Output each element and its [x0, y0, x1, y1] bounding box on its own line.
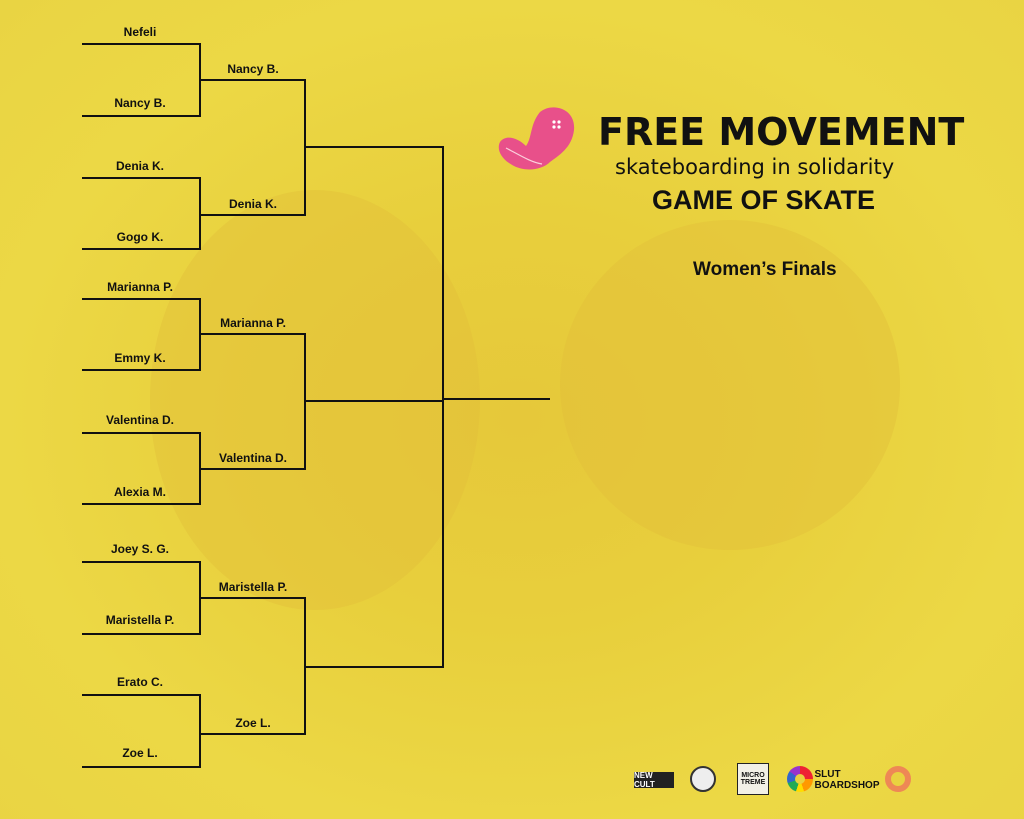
player-name: Denia K. [115, 159, 164, 173]
sponsor-circle-logo [690, 766, 716, 792]
winner-name: Zoe L. [235, 716, 271, 730]
player-name: Alexia M. [113, 485, 167, 499]
round3-connectors [305, 146, 550, 668]
winner-name: Denia K. [228, 197, 277, 211]
player-name: Joey S. G. [110, 542, 170, 556]
winner-name: Valentina D. [218, 451, 288, 465]
category-title: Women’s Finals [693, 259, 837, 280]
player-name: Erato C. [116, 675, 163, 689]
round2-connectors [200, 79, 306, 735]
sponsor-lifebuoy-logo [885, 766, 911, 792]
winner-name: Nancy B. [227, 62, 279, 76]
sponsor-slut-logo: SLUT BOARDSHOP [814, 769, 880, 791]
brand-tagline: skateboarding in solidarity [615, 155, 895, 179]
player-name: Nancy B. [114, 96, 166, 110]
player-name: Maristella P. [105, 613, 175, 627]
brand-title: FREE MOVEMENT [598, 110, 965, 154]
sponsor-c-logo [787, 766, 813, 792]
player-name: Valentina D. [105, 413, 175, 427]
background-shape [560, 220, 900, 550]
event-title: GAME OF SKATE [652, 185, 876, 215]
winner-name: Maristella P. [218, 580, 288, 594]
player-name: Nefeli [123, 25, 157, 39]
player-name: Emmy K. [114, 351, 166, 365]
player-name: Marianna P. [107, 280, 173, 294]
player-name: Zoe L. [122, 746, 158, 760]
winner-name: Marianna P. [220, 316, 286, 330]
sponsor-new-cult-logo: NEW CULT [634, 771, 674, 789]
free-movement-logo [498, 107, 575, 170]
sponsor-microtreme-logo: MICRO TREME [737, 763, 769, 795]
round1-connectors [82, 43, 201, 768]
player-name: Gogo K. [116, 230, 164, 244]
